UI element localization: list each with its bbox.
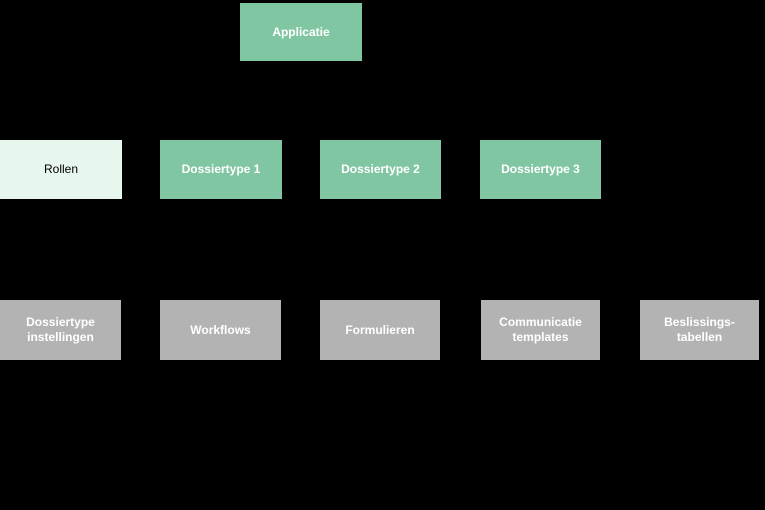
node-dossiertype-3-label: Dossiertype 3 bbox=[501, 162, 580, 176]
node-formulieren-label: Formulieren bbox=[345, 322, 415, 337]
node-dossiertype-1-label: Dossiertype 1 bbox=[181, 162, 261, 176]
node-dossiertype-instellingen[interactable]: Dossiertype instellingen bbox=[0, 300, 121, 360]
node-communicatie-templates[interactable]: Communicatie templates bbox=[481, 300, 600, 360]
node-beslissings-tabellen[interactable]: Beslissings- tabellen bbox=[640, 300, 759, 360]
node-dossiertype-2[interactable]: Dossiertype 2 bbox=[320, 140, 441, 199]
node-rollen-label: Rollen bbox=[43, 162, 79, 176]
node-dossiertype-3[interactable]: Dossiertype 3 bbox=[480, 140, 601, 199]
node-applicatie[interactable]: Applicatie bbox=[240, 3, 362, 61]
node-dossiertype-instellingen-label: Dossiertype instellingen bbox=[26, 315, 95, 344]
node-dossiertype-1[interactable]: Dossiertype 1 bbox=[160, 140, 282, 199]
node-rollen[interactable]: Rollen bbox=[0, 140, 122, 199]
node-dossiertype-2-label: Dossiertype 2 bbox=[341, 162, 420, 176]
node-workflows-label: Workflows bbox=[190, 322, 251, 337]
node-beslissings-tabellen-label: Beslissings- tabellen bbox=[664, 315, 735, 344]
node-formulieren[interactable]: Formulieren bbox=[320, 300, 440, 360]
node-applicatie-label: Applicatie bbox=[272, 24, 330, 39]
node-workflows[interactable]: Workflows bbox=[160, 300, 281, 360]
node-communicatie-templates-label: Communicatie templates bbox=[499, 315, 582, 344]
